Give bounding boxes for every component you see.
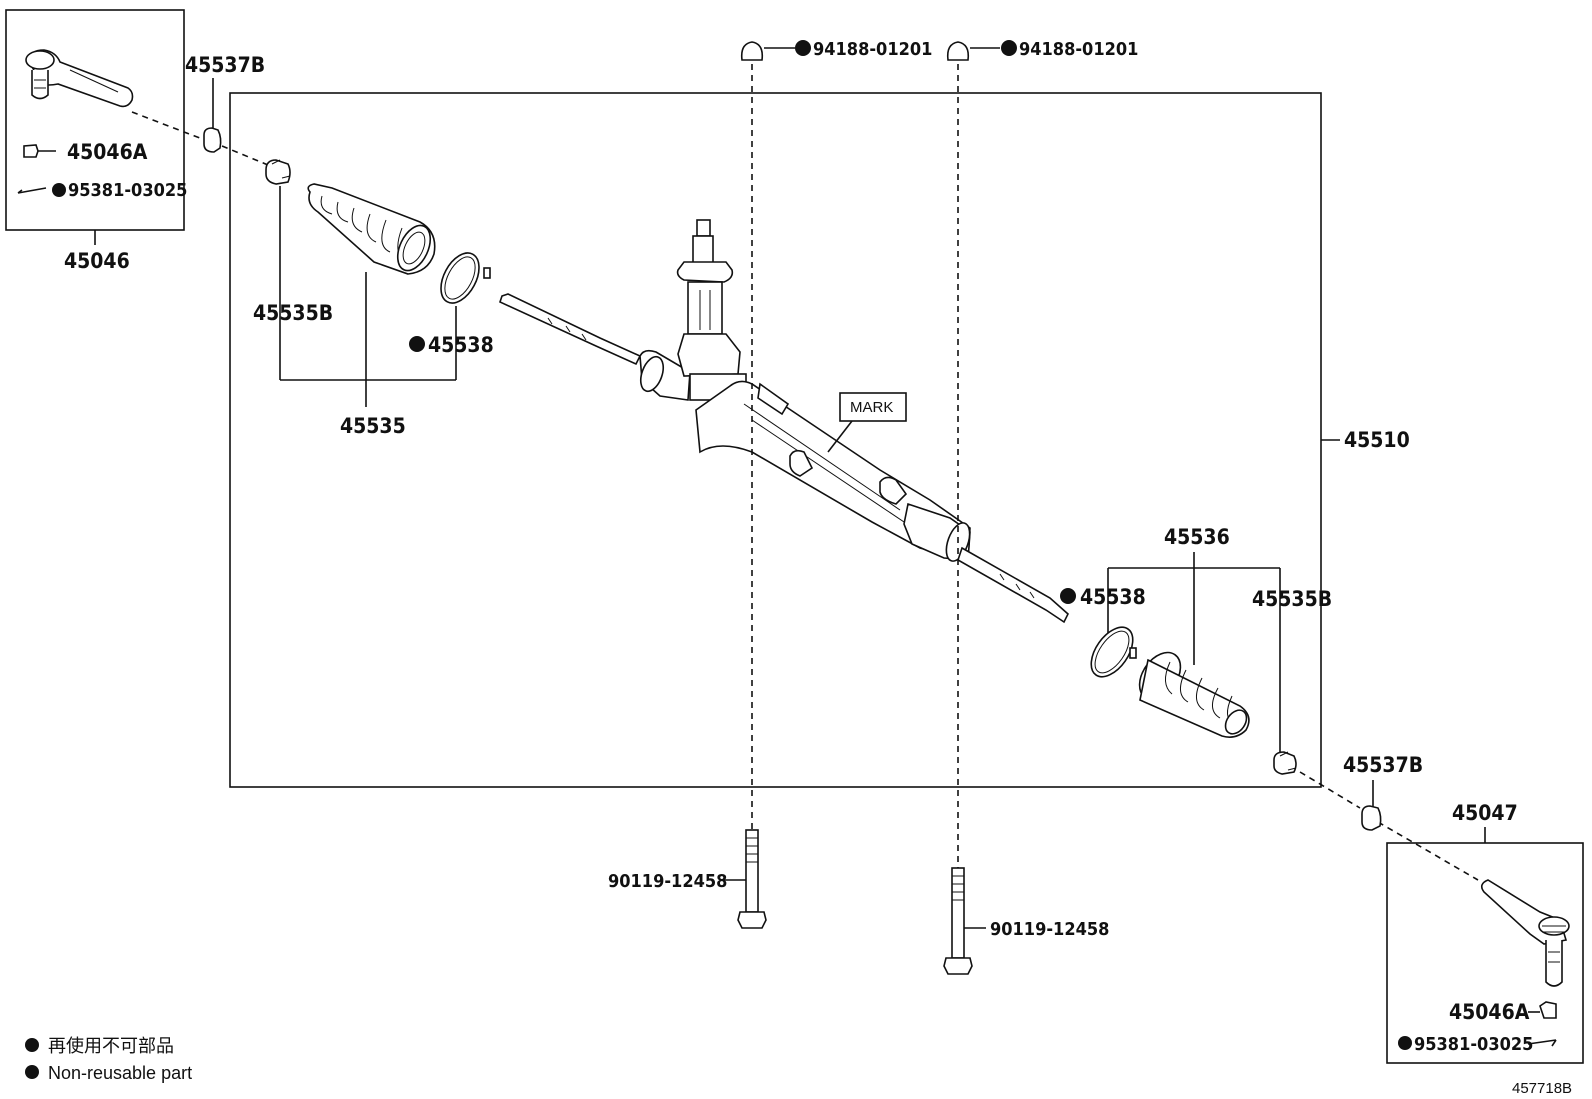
label-bushing-left: 94188-01201 xyxy=(813,39,932,60)
tie-rod-end-right-icon xyxy=(1480,879,1570,987)
boot-clamp-right-icon xyxy=(1090,626,1137,678)
label-lock-nut-right: 45537B xyxy=(1343,753,1423,777)
non-reusable-dot-icon xyxy=(52,183,66,197)
rack-boot-right-icon xyxy=(1138,651,1250,738)
label-bolt-right: 90119-12458 xyxy=(990,919,1109,940)
rack-boot-left-icon xyxy=(307,183,436,275)
label-tie-end-right-nut: 45046A xyxy=(1449,1000,1530,1024)
cotter-pin-left-icon xyxy=(17,187,47,194)
steering-rack-body-icon xyxy=(499,219,1069,624)
tie-rod-end-left-icon xyxy=(25,49,134,108)
label-boot-left: 45535 xyxy=(340,414,406,438)
castle-nut-right-icon xyxy=(1539,1001,1557,1019)
label-boot-clip-right: 45535B xyxy=(1252,587,1332,611)
legend-jp: 再使用不可部品 xyxy=(48,1036,174,1056)
tie-end-right-box xyxy=(1386,842,1584,1064)
label-tie-end-left-nut: 45046A xyxy=(67,140,148,164)
lock-nut-left-icon xyxy=(203,127,222,153)
lock-nut-right-icon xyxy=(1361,805,1382,831)
label-bolt-left: 90119-12458 xyxy=(608,871,727,892)
non-reusable-dot-icon xyxy=(795,40,811,56)
non-reusable-dot-icon xyxy=(1398,1036,1412,1050)
non-reusable-dot-icon xyxy=(409,336,425,352)
boot-clip-right-icon xyxy=(1273,751,1297,775)
legend-dot-icon xyxy=(25,1038,39,1052)
bushing-right-icon xyxy=(946,41,970,61)
boot-clip-left-icon xyxy=(265,159,291,185)
label-lock-nut-left: 45537B xyxy=(185,53,265,77)
label-cotter-pin-left: 95381-03025 xyxy=(68,180,187,201)
label-bushing-right: 94188-01201 xyxy=(1019,39,1138,60)
diagram-id: 457718B xyxy=(1512,1080,1572,1097)
bolt-left-icon xyxy=(737,829,767,929)
label-boot-clamp-left: 45538 xyxy=(428,333,494,357)
non-reusable-dot-icon xyxy=(1060,588,1076,604)
label-boot-clamp-right: 45538 xyxy=(1080,585,1146,609)
label-tie-end-right-assy: 45047 xyxy=(1452,801,1518,825)
bushing-left-icon xyxy=(740,41,764,61)
legend-dot-icon xyxy=(25,1065,39,1079)
boot-clamp-left-icon xyxy=(440,252,491,304)
mark-callout-box xyxy=(839,392,907,422)
label-mark: MARK xyxy=(850,399,893,416)
label-cotter-pin-right: 95381-03025 xyxy=(1414,1034,1533,1055)
bolt-right-icon xyxy=(943,867,973,975)
cotter-pin-right-icon xyxy=(1527,1039,1557,1047)
label-rack-assy: 45510 xyxy=(1344,428,1410,452)
non-reusable-dot-icon xyxy=(1001,40,1017,56)
label-boot-right: 45536 xyxy=(1164,525,1230,549)
label-tie-end-left-assy: 45046 xyxy=(64,249,130,273)
castle-nut-left-icon xyxy=(23,144,56,158)
legend-en: Non-reusable part xyxy=(48,1063,192,1083)
label-boot-clip-left: 45535B xyxy=(253,301,333,325)
